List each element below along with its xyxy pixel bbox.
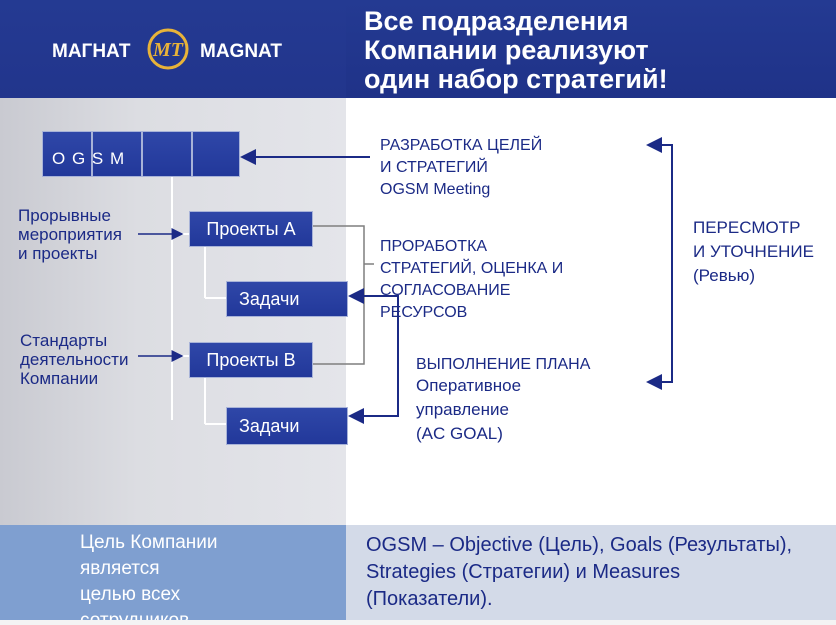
step-develop-goals: РАЗРАБОТКА ЦЕЛЕЙ И СТРАТЕГИЙ OGSM Meetin… — [380, 137, 543, 198]
projects-b-box: Проекты В — [189, 342, 313, 378]
step-execution-title: ВЫПОЛНЕНИЕ ПЛАНА — [416, 356, 591, 373]
tasks-box-2: Задачи — [226, 407, 348, 445]
bottom-strip — [0, 620, 836, 625]
ogsm-cell-s — [142, 131, 192, 177]
logo-text-right: MAGNAT — [200, 41, 282, 62]
step-review: ПЕРЕСМОТР И УТОЧНЕНИЕ (Ревью) — [693, 218, 814, 285]
header-title-band — [346, 0, 836, 98]
ogsm-label: O G S M — [52, 149, 126, 168]
ogsm-cell-m — [192, 131, 240, 177]
ogsm-block: O G S M — [42, 131, 240, 177]
step-strategy-review: ПРОРАБОТКА СТРАТЕГИЙ, ОЦЕНКА И СОГЛАСОВА… — [380, 238, 564, 321]
footer-right-band — [346, 525, 836, 620]
ogsm-cell-o — [42, 131, 92, 177]
footer-left-band — [0, 525, 346, 625]
projects-a-box: Проекты А — [189, 211, 313, 247]
company-logo: МАГНАТ MT MAGNAT — [52, 28, 282, 70]
footer-company-goal: Цель Компании является целью всех сотруд… — [80, 532, 218, 622]
ogsm-cell-g — [92, 131, 142, 177]
header-left-band — [0, 0, 346, 98]
step-execution-body: Оперативное управление (AC GOAL) — [416, 376, 522, 443]
footer-ogsm-definition: OGSM – Objective (Цель), Goals (Результа… — [366, 534, 793, 610]
slide-title: Все подразделения Компании реализуют оди… — [364, 6, 668, 94]
label-standards: Стандарты деятельности Компании — [20, 331, 129, 388]
label-breakthrough: Прорывные мероприятия и проекты — [18, 206, 122, 263]
logo-mark: MT — [152, 39, 184, 61]
tasks-box-1: Задачи — [226, 281, 348, 317]
diagram-right-panel — [346, 98, 836, 525]
logo-text-left: МАГНАТ — [52, 41, 131, 62]
